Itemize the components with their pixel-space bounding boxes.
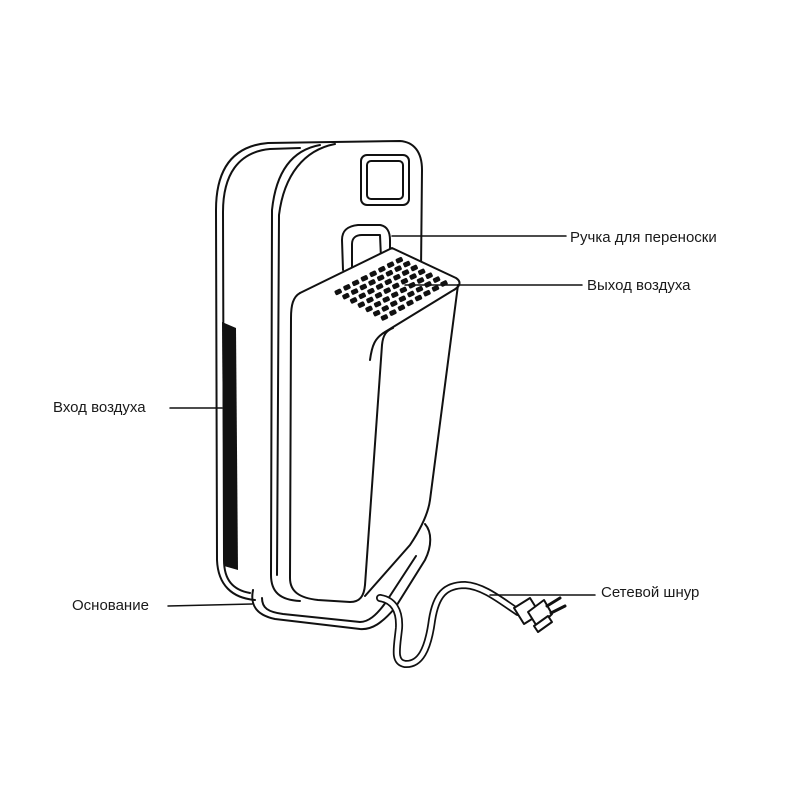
carry-handle-inner — [351, 234, 382, 273]
grill-hole — [367, 287, 375, 295]
grill-hole — [400, 277, 409, 285]
grill-hole — [381, 305, 389, 312]
label-base: Основание — [72, 597, 149, 614]
grill-hole — [382, 296, 390, 303]
rear-body-seam-2 — [276, 143, 336, 576]
grill-hole — [386, 261, 395, 268]
label-air-outlet: Выход воздуха — [587, 277, 691, 294]
grill-hole — [380, 314, 389, 321]
grill-hole — [415, 285, 424, 293]
grill-hole — [391, 291, 399, 298]
grill-hole — [403, 260, 411, 268]
grill-hole — [390, 300, 398, 307]
label-carry-handle: Ручка для переноски — [570, 229, 717, 246]
rear-body-outline — [215, 140, 423, 601]
grill-hole — [416, 277, 425, 284]
grill-hole — [385, 269, 394, 277]
grill-hole — [407, 290, 415, 298]
grill-hole — [384, 278, 392, 286]
grill-hole — [431, 285, 440, 292]
grill-hole — [349, 297, 358, 304]
grill-hole — [374, 292, 383, 299]
grill-hole — [406, 299, 414, 307]
front-unit-side-face — [364, 284, 459, 597]
rear-body-inner-edge — [222, 147, 301, 594]
grill-hole — [366, 296, 374, 304]
grill-hole — [334, 288, 342, 296]
grill-hole — [425, 272, 433, 279]
grill-hole — [395, 256, 404, 264]
air-inlet-grille — [222, 322, 238, 570]
rear-body-seam — [270, 144, 321, 602]
grill-hole — [369, 270, 377, 278]
grill-hole — [393, 273, 401, 281]
grill-hole — [398, 295, 407, 303]
grill-hole — [399, 286, 408, 294]
grill-hole — [417, 268, 426, 276]
grill-hole — [365, 305, 373, 313]
grill-hole — [383, 287, 391, 294]
display-window-inner — [366, 160, 404, 200]
label-air-inlet: Вход воздуха — [53, 399, 146, 416]
grill-hole — [376, 274, 385, 282]
leader-line-base — [167, 603, 253, 607]
label-power-cord: Сетевой шнур — [601, 584, 700, 601]
grill-hole — [401, 269, 410, 276]
grill-hole — [342, 292, 350, 300]
grill-hole — [358, 292, 367, 300]
grill-hole — [351, 279, 360, 287]
air-outlet-grill — [334, 256, 448, 321]
base-stand-inner — [261, 555, 417, 623]
grill-hole — [394, 265, 402, 272]
power-cord-fill — [377, 582, 521, 667]
grill-hole — [368, 279, 376, 286]
grill-hole — [343, 284, 351, 291]
grill-hole — [378, 265, 386, 273]
grill-hole — [392, 282, 400, 290]
grill-hole — [350, 288, 359, 295]
grill-hole — [397, 304, 406, 311]
grill-hole — [359, 283, 368, 291]
grill-hole — [414, 294, 423, 302]
grill-hole — [409, 273, 417, 280]
grill-hole — [373, 300, 382, 308]
base-stand — [251, 523, 432, 631]
grill-hole — [357, 301, 366, 308]
carry-handle — [341, 224, 391, 271]
grill-hole — [432, 276, 441, 283]
display-window — [360, 154, 410, 206]
grill-hole — [372, 309, 381, 317]
grill-hole — [360, 275, 369, 282]
grill-hole — [423, 289, 431, 297]
front-unit-front-face — [289, 292, 394, 603]
power-plug — [513, 596, 567, 633]
grill-hole — [410, 264, 418, 272]
grill-hole — [375, 283, 384, 290]
grill-hole — [389, 309, 397, 316]
